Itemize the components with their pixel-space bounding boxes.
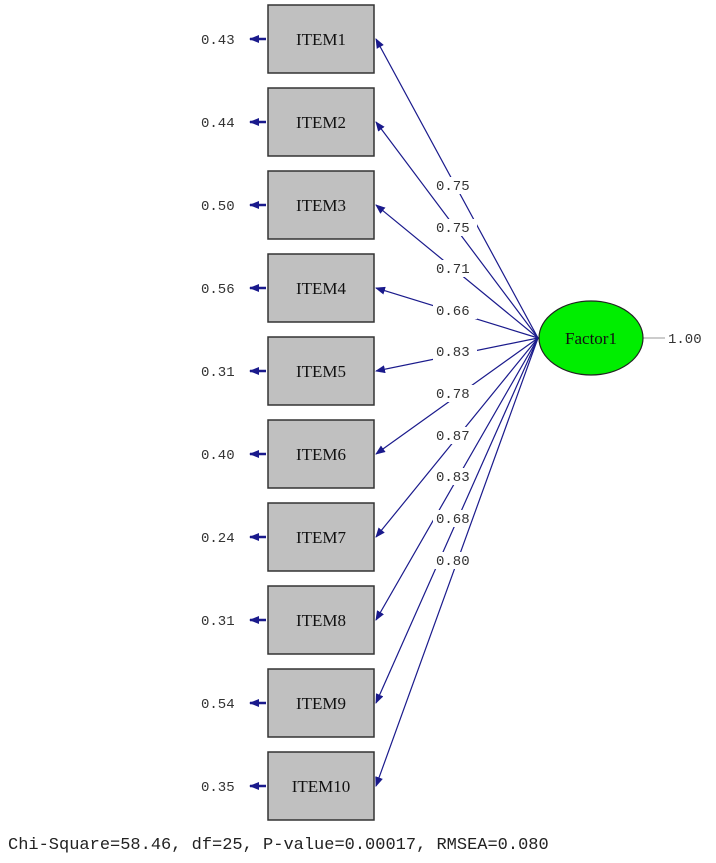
- loading-label: 0.83: [436, 470, 470, 486]
- loading-label-bg: [433, 552, 477, 569]
- item-box: [267, 502, 375, 572]
- loading-label-bg: [433, 260, 477, 277]
- item-label: ITEM7: [296, 528, 347, 547]
- loading-label: 0.66: [436, 304, 470, 320]
- loading-label-bg: [433, 343, 477, 360]
- error-variance: 0.43: [201, 33, 235, 49]
- error-variance: 0.24: [201, 531, 235, 547]
- loading-label: 0.68: [436, 512, 470, 528]
- item-label: ITEM1: [296, 30, 346, 49]
- loading-label-bg: [433, 302, 477, 319]
- item-box: [267, 170, 375, 240]
- error-variance: 0.31: [201, 365, 235, 381]
- item-box: [267, 668, 375, 738]
- path-diagram: 0.75 0.75 0.71 0.66 0.83 0.78 0.87 0.83 0.68 0.80…: [201, 4, 702, 821]
- loading-label-bg: [433, 177, 477, 194]
- item-label: ITEM2: [296, 113, 346, 132]
- error-variance: 0.50: [201, 199, 235, 215]
- item-label: ITEM9: [296, 694, 346, 713]
- item-label: ITEM10: [292, 777, 351, 796]
- factor-node: Factor1 1.00: [538, 300, 702, 376]
- item-label: ITEM6: [296, 445, 346, 464]
- loading-label: 0.80: [436, 554, 470, 570]
- loading-label-bg: [433, 219, 477, 236]
- error-variance: 0.54: [201, 697, 235, 713]
- loading-label-bg: [433, 510, 477, 527]
- error-variance: 0.56: [201, 282, 235, 298]
- item-label: ITEM5: [296, 362, 346, 381]
- item-box: [267, 87, 375, 157]
- loading-label: 0.75: [436, 221, 470, 237]
- item-box: [267, 253, 375, 323]
- item-box: [267, 419, 375, 489]
- loading-label-bg: [433, 427, 477, 444]
- item-label: ITEM8: [296, 611, 346, 630]
- loading-label: 0.83: [436, 345, 470, 361]
- item-box: [267, 4, 375, 74]
- error-variance: 0.31: [201, 614, 235, 630]
- factor-label: Factor1: [565, 329, 617, 348]
- loading-label: 0.78: [436, 387, 470, 403]
- loading-label-bg: [433, 468, 477, 485]
- loading-label: 0.75: [436, 179, 470, 195]
- item-box: [267, 585, 375, 655]
- item-label: ITEM3: [296, 196, 346, 215]
- loading-label: 0.87: [436, 429, 470, 445]
- item-box: [267, 751, 375, 821]
- item-box: [267, 336, 375, 406]
- factor-ellipse: [538, 300, 644, 376]
- error-variance: 0.44: [201, 116, 235, 132]
- item-label: ITEM4: [296, 279, 347, 298]
- factor-variance: 1.00: [668, 332, 702, 348]
- fit-statistics: Chi-Square=58.46, df=25, P-value=0.00017…: [8, 836, 549, 855]
- error-variance: 0.35: [201, 780, 235, 796]
- error-variance: 0.40: [201, 448, 235, 464]
- loading-label-bg: [433, 385, 477, 402]
- loading-label: 0.71: [436, 262, 470, 278]
